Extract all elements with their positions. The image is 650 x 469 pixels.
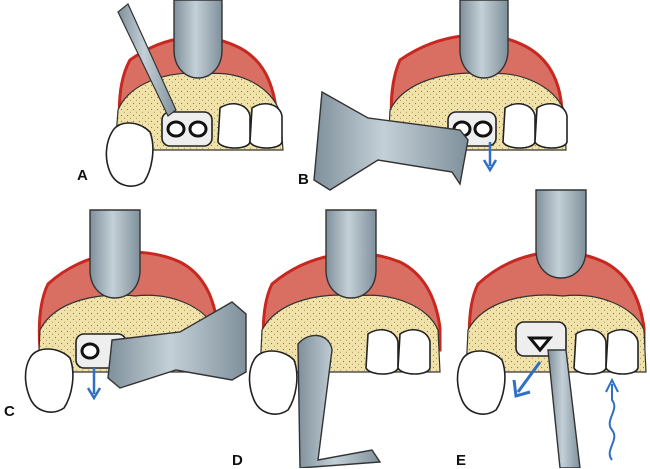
extraction-forceps-icon [547, 349, 581, 468]
premolar-tooth [573, 329, 607, 375]
molar-tooth [456, 350, 506, 415]
forceps-handle-top [173, 0, 223, 79]
forceps-handle-top [325, 209, 377, 299]
premolar-tooth [605, 329, 639, 375]
forceps-handle-top [89, 209, 141, 299]
forceps-handle-top [535, 189, 587, 279]
premolar-tooth [502, 103, 536, 149]
down-arrow-icon [482, 142, 498, 173]
wavy-up-arrow-icon [605, 377, 619, 461]
molar-tooth [24, 348, 74, 413]
panel-label-c: C [4, 403, 15, 420]
premolar-tooth [534, 103, 568, 149]
panel-b [313, 0, 568, 191]
down-left-arrow-icon [512, 361, 542, 398]
dental-elevator-icon [117, 3, 177, 117]
extraction-forceps-icon [107, 301, 247, 389]
premolar-tooth [365, 329, 399, 375]
panel-label-e: E [456, 452, 467, 469]
premolar-tooth [397, 329, 431, 375]
premolar-tooth [249, 103, 283, 149]
panel-label-d: D [232, 452, 243, 469]
panel-label-b: B [298, 171, 309, 188]
panel-label-a: A [77, 167, 88, 184]
sectioned-roots [515, 321, 567, 357]
extraction-forceps-icon [313, 90, 469, 191]
molar-tooth [248, 350, 298, 415]
panel-c [24, 209, 247, 413]
panel-d [248, 209, 442, 468]
forceps-handle-top [459, 0, 509, 79]
sectioned-roots [161, 111, 213, 147]
molar-tooth [105, 122, 154, 187]
premolar-tooth [217, 103, 251, 149]
panel-a [105, 0, 284, 187]
panel-e [456, 189, 647, 468]
extraction-forceps-icon [297, 334, 382, 468]
down-arrow-icon [86, 368, 102, 401]
